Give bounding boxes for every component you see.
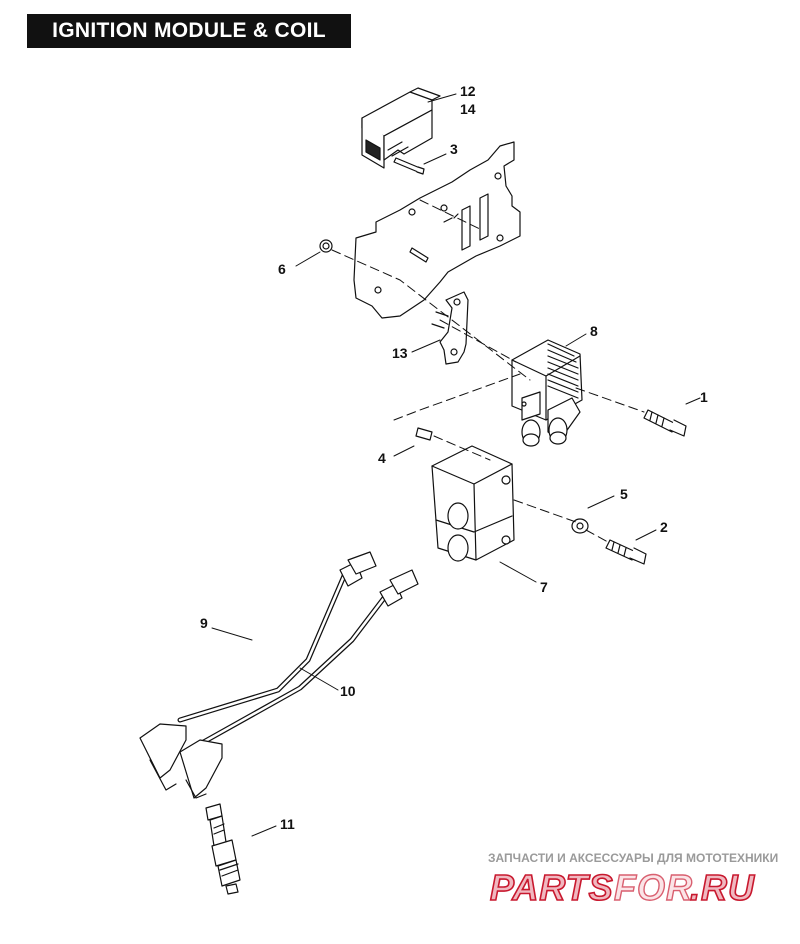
watermark-caption: ЗАПЧАСТИ И АКСЕССУАРЫ ДЛЯ МОТОТЕХНИКИ — [488, 851, 778, 865]
callout-4: 4 — [378, 450, 386, 466]
mounting-bracket — [353, 141, 521, 319]
callout-11: 11 — [280, 816, 295, 832]
callout-8: 8 — [590, 323, 598, 339]
callout-2: 2 — [660, 519, 668, 535]
callout-7: 7 — [540, 579, 548, 595]
ignition-coil — [511, 339, 583, 447]
washer-5 — [571, 518, 589, 534]
pin-4 — [415, 427, 433, 441]
callout-9: 9 — [200, 615, 208, 631]
diagram-title: IGNITION MODULE & COIL — [27, 14, 351, 48]
ignition-module — [361, 87, 441, 169]
callout-14: 14 — [460, 101, 476, 117]
watermark: ЗАПЧАСТИ И АКСЕССУАРЫ ДЛЯ МОТОТЕХНИКИ PA… — [488, 851, 778, 909]
callout-1: 1 — [700, 389, 708, 405]
callout-3: 3 — [450, 141, 458, 157]
bracket-13 — [431, 291, 469, 365]
screw-3 — [393, 157, 425, 175]
callout-5: 5 — [620, 486, 628, 502]
watermark-logo-parts: PARTS — [490, 867, 614, 908]
spark-plug-wire-9 — [139, 551, 377, 791]
callout-6: 6 — [278, 261, 286, 277]
callout-12: 12 — [460, 83, 476, 99]
watermark-logo-ru: .RU — [690, 867, 755, 908]
screw-1 — [643, 409, 687, 437]
coil-cover — [431, 445, 515, 562]
spark-plug — [205, 803, 241, 895]
callout-13: 13 — [392, 345, 408, 361]
screw-2 — [605, 539, 647, 565]
spark-plug-wire-10 — [179, 569, 419, 799]
nut-6 — [319, 239, 333, 253]
callout-10: 10 — [340, 683, 356, 699]
watermark-logo-for: FOR — [614, 867, 693, 908]
